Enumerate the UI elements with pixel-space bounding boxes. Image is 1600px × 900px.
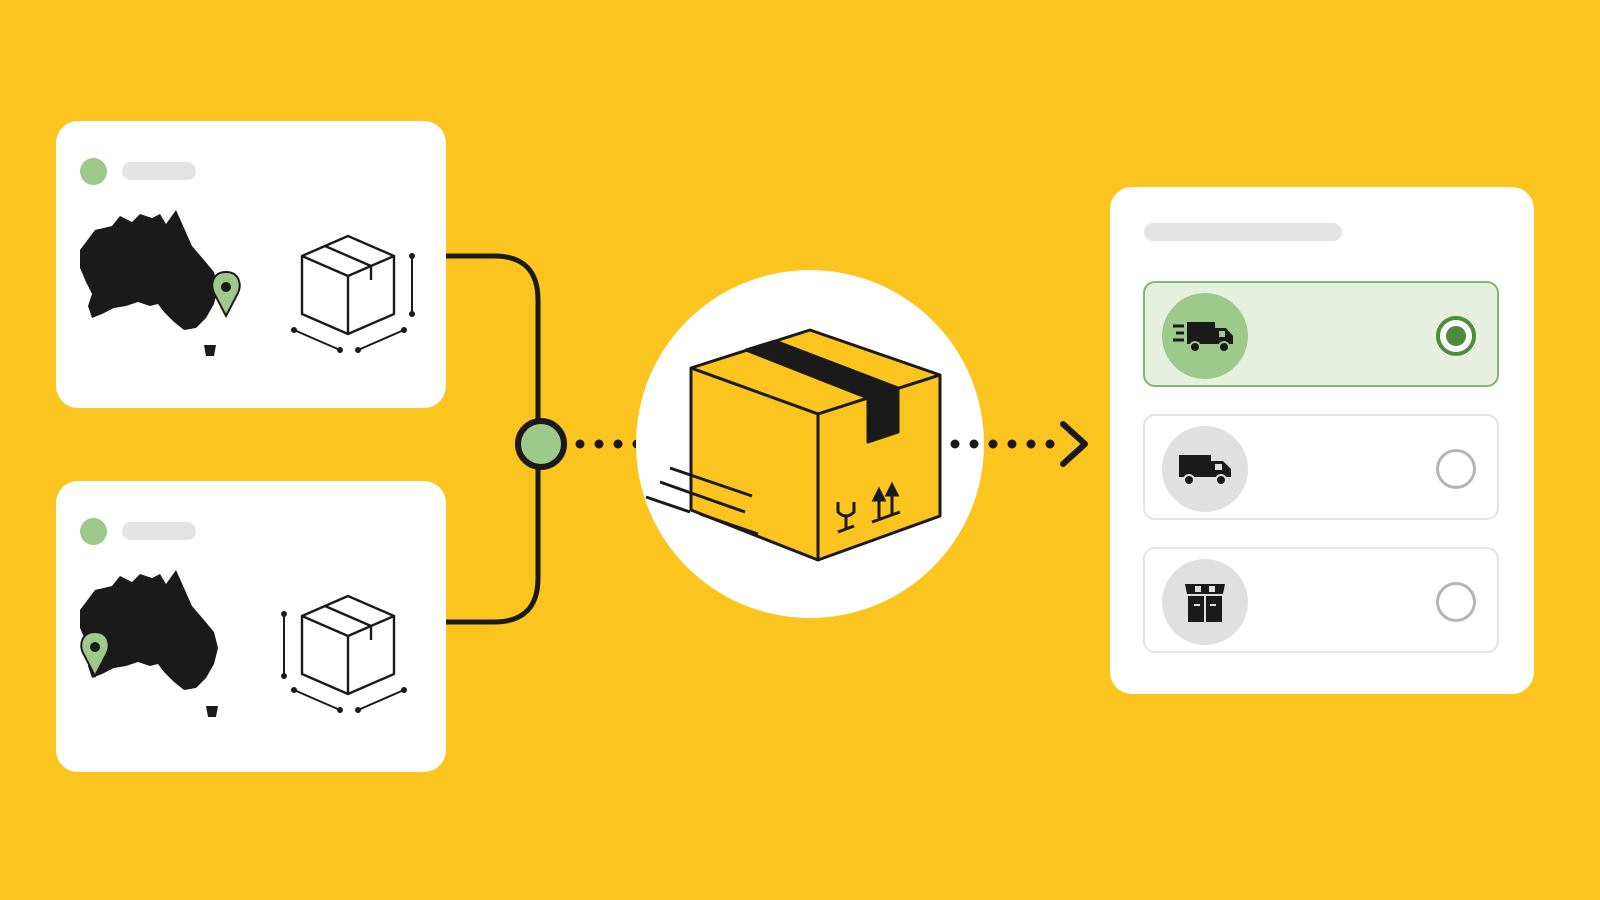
package-dimensions-icon (291, 234, 415, 353)
origin-card-2 (56, 481, 446, 772)
status-dot (80, 158, 107, 185)
status-dot (80, 518, 107, 545)
placeholder-bar (1144, 223, 1342, 241)
arrow-right-icon (1060, 421, 1088, 467)
location-pin-icon (211, 270, 241, 319)
dotted-path-right (950, 439, 1055, 449)
radio-unselected[interactable] (1436, 582, 1476, 622)
delivery-options-panel (1110, 187, 1534, 694)
australia-map-icon (80, 210, 218, 356)
placeholder-bar (122, 162, 196, 180)
truck-icon (1162, 426, 1248, 512)
fragile-icon (836, 502, 856, 534)
radio-selected[interactable] (1436, 316, 1476, 356)
merge-node (515, 418, 567, 470)
delivery-option-pickup[interactable] (1143, 547, 1499, 653)
package-dimensions-icon (281, 594, 407, 713)
placeholder-bar (122, 522, 196, 540)
australia-map-icon (80, 570, 218, 717)
location-pin-icon (80, 630, 110, 679)
radio-unselected[interactable] (1436, 449, 1476, 489)
shipping-box-icon (645, 328, 942, 562)
delivery-option-express[interactable] (1143, 281, 1499, 387)
pickup-store-icon (1162, 559, 1248, 645)
this-way-up-icon (871, 481, 901, 524)
express-truck-icon (1162, 293, 1248, 379)
delivery-option-standard[interactable] (1143, 414, 1499, 520)
